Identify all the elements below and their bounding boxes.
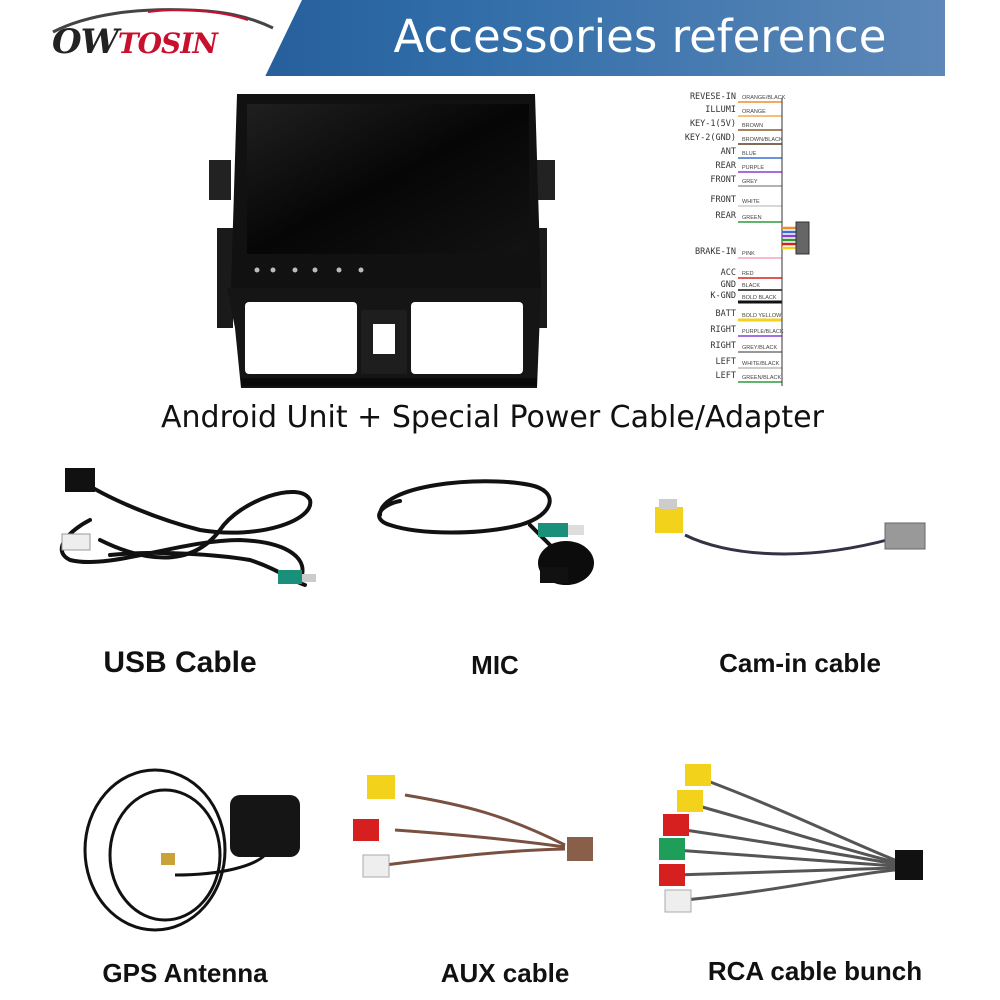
page-title: Accessories reference bbox=[393, 10, 887, 63]
wire-label: ANT bbox=[720, 147, 736, 157]
wire-color: GREEN bbox=[742, 215, 762, 221]
wire-color: WHITE bbox=[742, 199, 760, 205]
wire-color: GREY/BLACK bbox=[742, 345, 778, 351]
wire-color: GREY bbox=[742, 179, 758, 185]
main-caption: Android Unit + Special Power Cable/Adapt… bbox=[161, 400, 824, 435]
accessory-label: RCA cable bunch bbox=[707, 956, 923, 986]
wire-label: KEY-1(5V) bbox=[689, 119, 736, 129]
mic-image bbox=[377, 479, 594, 585]
gps-antenna-image bbox=[83, 768, 300, 932]
wire-label: REVESE-IN bbox=[689, 92, 736, 102]
wire-color: WHITE/BLACK bbox=[742, 361, 780, 367]
accessory-label: USB Cable bbox=[103, 646, 257, 679]
wire-color: PINK bbox=[742, 251, 755, 257]
aux-cable-image bbox=[353, 775, 593, 878]
wire-label: K-GND bbox=[710, 291, 736, 301]
wire-label: KEY-2(GND) bbox=[684, 133, 736, 143]
wire-color: PURPLE/BLACK bbox=[742, 329, 784, 335]
wire-label: ILLUMI bbox=[705, 105, 736, 115]
brand-logo: OWTOSIN bbox=[40, 0, 302, 76]
wire-color: PURPLE bbox=[742, 165, 765, 171]
wire-color: RED bbox=[742, 271, 754, 277]
wire-color: BOLD BLACK bbox=[742, 295, 777, 301]
wire-color: ORANGE bbox=[742, 109, 766, 115]
wire-color: GREEN/BLACK bbox=[742, 375, 782, 381]
wire-label: FRONT bbox=[710, 195, 736, 205]
wire-color: BROWN/BLACK bbox=[742, 137, 783, 143]
wire-color: BROWN bbox=[742, 123, 764, 129]
accessory-label: Cam-in cable bbox=[719, 648, 881, 678]
wire-label: BRAKE-IN bbox=[695, 247, 736, 257]
wire-color: BOLD YELLOW bbox=[742, 313, 782, 319]
car-swoosh-icon bbox=[52, 8, 274, 34]
wire-color: BLACK bbox=[742, 283, 761, 289]
cam-in-cable-image bbox=[655, 499, 926, 556]
rca-cable-bunch-image bbox=[659, 764, 923, 913]
wire-label: RIGHT bbox=[710, 341, 736, 351]
accessory-label: GPS Antenna bbox=[102, 958, 268, 988]
wire-label: ACC bbox=[720, 268, 736, 278]
logo-text: OWTOSIN bbox=[52, 22, 218, 62]
android-head-unit-image bbox=[209, 94, 555, 388]
wire-label: LEFT bbox=[715, 371, 736, 381]
wire-color: BLUE bbox=[742, 151, 757, 157]
wire-label: REAR bbox=[715, 161, 736, 171]
wire-color: ORANGE/BLACK bbox=[742, 95, 786, 101]
header-banner: OWTOSIN Accessories reference bbox=[40, 0, 945, 76]
wire-label: FRONT bbox=[710, 175, 736, 185]
accessory-label: MIC bbox=[471, 650, 519, 680]
wire-label: RIGHT bbox=[710, 325, 736, 335]
usb-cable-image bbox=[59, 468, 316, 587]
wire-label: BATT bbox=[715, 309, 736, 319]
accessory-label: AUX cable bbox=[440, 958, 570, 988]
wire-label: REAR bbox=[715, 211, 736, 221]
wire-label: GND bbox=[720, 280, 736, 290]
wire-label: LEFT bbox=[715, 357, 736, 367]
wiring-lines bbox=[738, 98, 810, 386]
